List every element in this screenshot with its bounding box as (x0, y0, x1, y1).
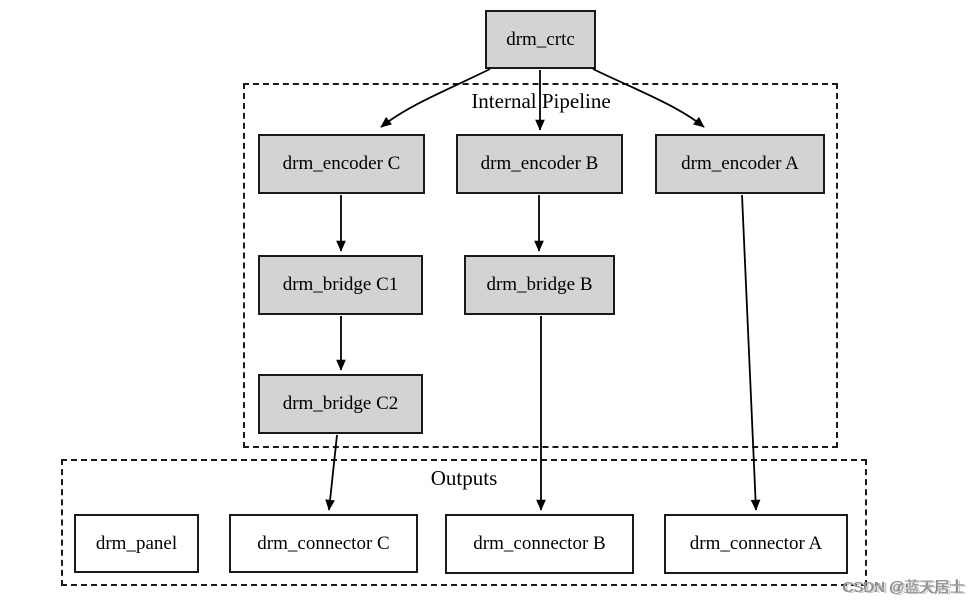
node-drm-encoder-b: drm_encoder B (456, 134, 623, 194)
node-drm-encoder-a: drm_encoder A (655, 134, 825, 194)
node-drm-connector-b: drm_connector B (445, 514, 634, 574)
cluster-outputs (61, 459, 867, 586)
node-drm-panel: drm_panel (74, 514, 199, 573)
cluster-label-internal-pipeline: Internal Pipeline (471, 89, 611, 113)
node-drm-bridge-b: drm_bridge B (464, 255, 615, 315)
node-drm-bridge-c1: drm_bridge C1 (258, 255, 423, 315)
node-drm-encoder-c: drm_encoder C (258, 134, 425, 194)
node-drm-connector-a: drm_connector A (664, 514, 848, 574)
node-drm-connector-c: drm_connector C (229, 514, 418, 573)
cluster-label-outputs: Outputs (430, 466, 498, 490)
node-drm-bridge-c2: drm_bridge C2 (258, 374, 423, 434)
csdn-watermark: CSDN @蓝天居士 (843, 579, 965, 596)
node-drm-crtc: drm_crtc (485, 10, 596, 69)
